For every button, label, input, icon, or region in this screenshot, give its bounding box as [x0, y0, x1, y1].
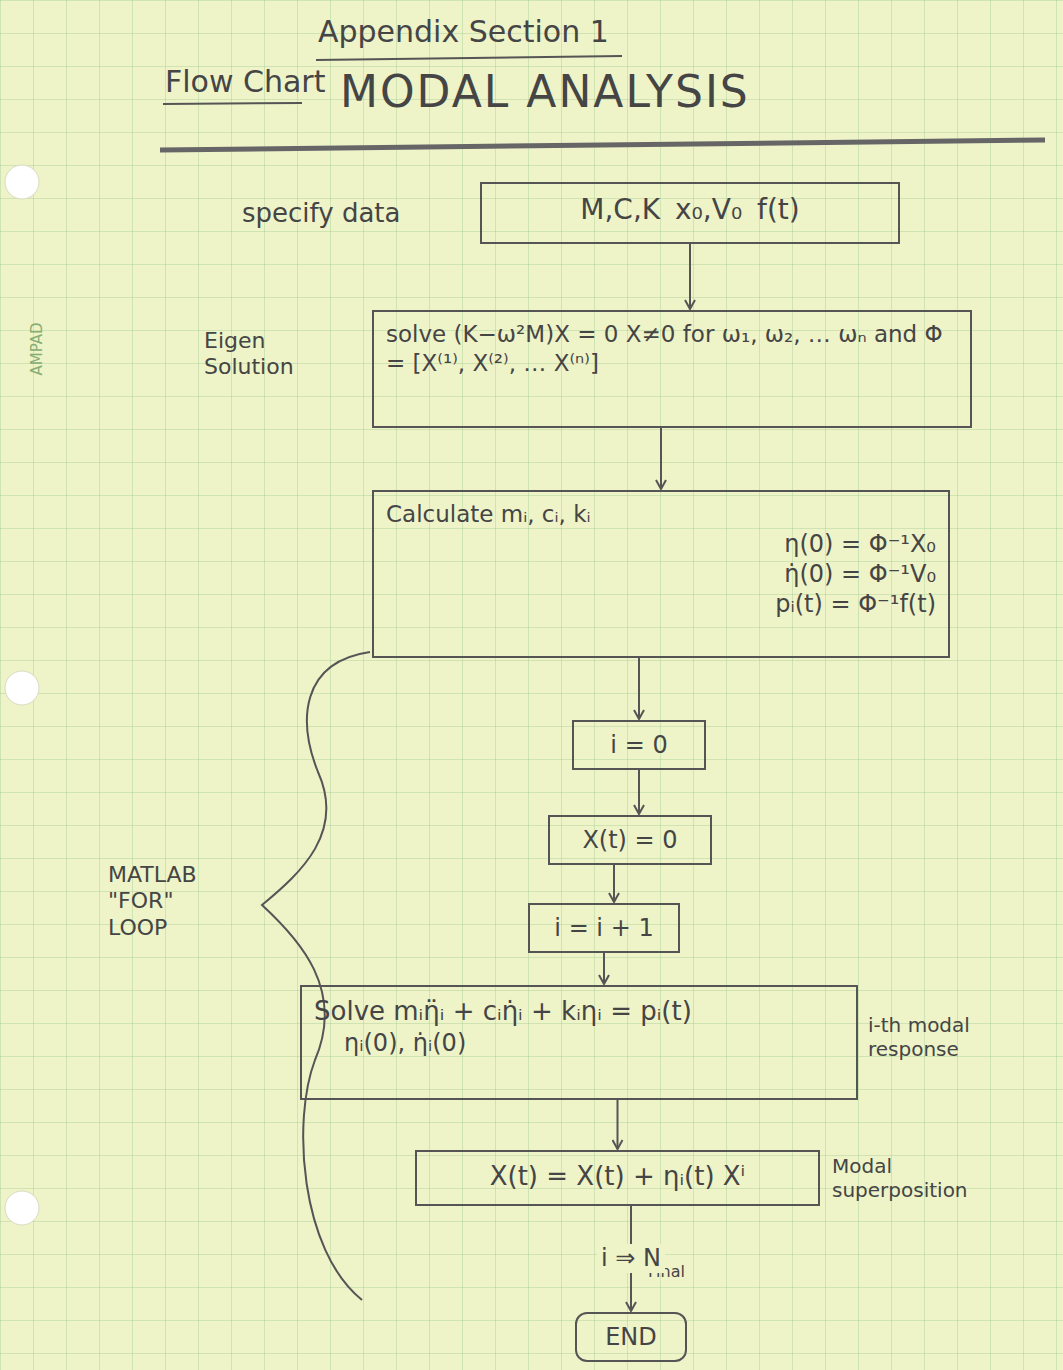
flow-arrow [638, 658, 640, 719]
process-box: i = i + 1 [528, 903, 680, 953]
box-text: ηᵢ(0), η̇ᵢ(0) [314, 1028, 844, 1058]
box-text: X(t) = 0 [562, 825, 698, 855]
page-heading: Appendix Section 1 [318, 14, 609, 50]
title-underline [316, 56, 622, 60]
process-box: Eigen Solutionsolve (K−ω²M)X = 0 X≠0 for… [372, 310, 972, 428]
punch-hole [5, 1191, 39, 1225]
process-box: Solve mᵢη̈ᵢ + cᵢη̇ᵢ + kᵢηᵢ = pᵢ(t)ηᵢ(0),… [300, 985, 858, 1100]
punch-hole [5, 165, 39, 199]
flow-arrow [603, 953, 605, 984]
watermark: AMPAD [28, 322, 46, 375]
punch-hole [5, 671, 39, 705]
box-text: Solve mᵢη̈ᵢ + cᵢη̇ᵢ + kᵢηᵢ = pᵢ(t) [314, 995, 844, 1028]
box-note: Modal superposition [832, 1154, 962, 1202]
box-note: specify data [242, 198, 442, 229]
page-heading: Flow Chart [165, 64, 325, 100]
process-box: X(t) = 0 [548, 815, 712, 865]
loop-brace [262, 652, 370, 1300]
process-box: i = 0 [572, 720, 706, 770]
edge-label: i ⇒ N [597, 1244, 665, 1273]
box-text: M,C,K x₀,V₀ f(t) [494, 192, 886, 227]
box-text: X(t) = X(t) + ηᵢ(t) Xⁱ [429, 1160, 806, 1193]
flow-arrow [689, 244, 691, 309]
box-text: i = 0 [586, 730, 692, 760]
diagram-title: MODAL ANALYSIS [340, 66, 750, 119]
heading-rule [160, 140, 1045, 150]
flow-arrow [638, 770, 640, 814]
box-text: solve (K−ω²M)X = 0 X≠0 for ω₁, ω₂, … ωₙ … [386, 320, 958, 378]
process-box: X(t) = X(t) + ηᵢ(t) XⁱModal superpositio… [415, 1150, 820, 1206]
box-note: Eigen Solution [204, 328, 324, 381]
flow-arrow [613, 865, 615, 902]
box-note: i-th modal response [868, 1013, 1018, 1061]
title-underline [163, 103, 302, 104]
box-text: η̇(0) = Φ⁻¹V₀ [386, 559, 936, 589]
box-text: pᵢ(t) = Φ⁻¹f(t) [386, 589, 936, 619]
box-text: η(0) = Φ⁻¹X₀ [386, 529, 936, 559]
flow-arrow [617, 1100, 619, 1149]
flow-arrow [660, 428, 662, 489]
box-text: END [589, 1322, 673, 1352]
box-text: Calculate mᵢ, cᵢ, kᵢ [386, 500, 936, 529]
loop-note: MATLAB "FOR" LOOP [108, 862, 238, 941]
box-text: i = i + 1 [542, 913, 666, 943]
process-box: specify dataM,C,K x₀,V₀ f(t) [480, 182, 900, 244]
process-box: END [575, 1312, 687, 1362]
process-box: Calculate mᵢ, cᵢ, kᵢη(0) = Φ⁻¹X₀η̇(0) = … [372, 490, 950, 658]
